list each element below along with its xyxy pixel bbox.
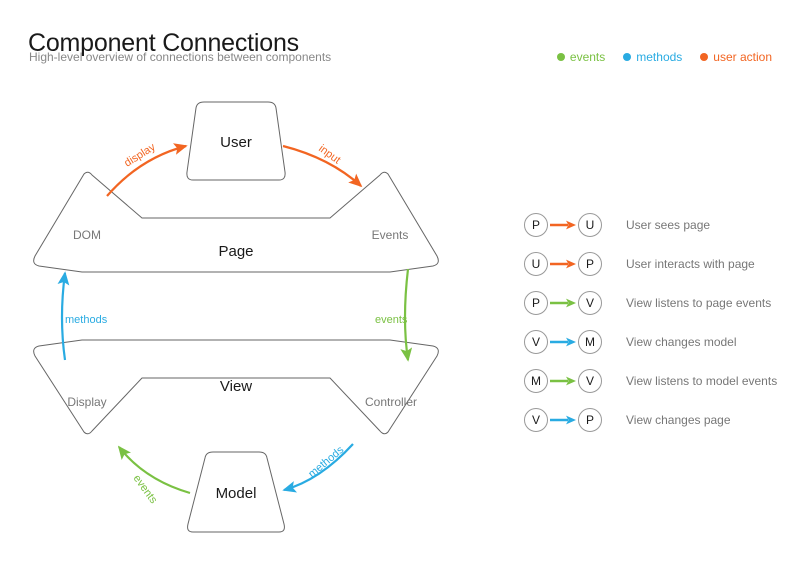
legend-key-item-events: events — [556, 50, 606, 64]
node-view-left-lobe-label: Display — [67, 395, 106, 409]
legend-key-item-user-action: user action — [700, 50, 772, 64]
legend-arrow-icon — [550, 220, 576, 229]
legend-node-from: M — [524, 368, 548, 393]
legend-row-description: View changes page — [626, 412, 731, 427]
edge-methods-up: methods — [57, 271, 108, 361]
node-user-title: User — [220, 134, 252, 151]
legend-row-description: User sees page — [626, 217, 711, 232]
legend-node-to: V — [578, 290, 602, 315]
legend-row-description: View listens to model events — [626, 373, 778, 388]
legend-row-description: View changes model — [626, 334, 737, 349]
node-page-title: Page — [218, 243, 253, 260]
page-title: Component Connections — [28, 28, 299, 57]
edge-model-events: events — [117, 445, 191, 506]
events-color-dot — [556, 53, 565, 61]
legend-row: P U User sees page — [524, 205, 777, 244]
edge-input: input — [282, 143, 363, 188]
legend-row-description: User interacts with page — [626, 256, 755, 271]
edge-display: display — [106, 141, 188, 197]
node-page-left-lobe-label: DOM — [73, 228, 101, 242]
node-view-title: View — [220, 378, 252, 395]
legend-node-from: U — [524, 251, 548, 276]
node-view: View Display Controller — [33, 339, 439, 435]
legend-row: V M View changes model — [524, 322, 777, 361]
legend-node-from: V — [524, 329, 548, 354]
legend-node-to: P — [578, 407, 602, 432]
legend-node-to: M — [578, 329, 602, 354]
legend-node-from: V — [524, 407, 548, 432]
node-user: User — [186, 101, 286, 181]
legend-node-to: V — [578, 368, 602, 393]
legend-arrow-icon — [550, 298, 576, 307]
legend-node-to: U — [578, 212, 602, 237]
legend-key-item-methods: methods — [623, 50, 682, 64]
legend-list: P U User sees page U P User interacts wi… — [524, 205, 777, 439]
legend-node-to: P — [578, 251, 602, 276]
legend-arrow-icon — [550, 337, 576, 346]
node-model-title: Model — [216, 485, 257, 502]
legend-key-label-user-action: user action — [713, 50, 772, 64]
node-page: Page DOM Events — [33, 171, 439, 273]
legend-row: M V View listens to model events — [524, 361, 777, 400]
methods-color-dot — [623, 53, 632, 61]
user-action-color-dot — [700, 53, 709, 61]
page-subtitle: High-level overview of connections betwe… — [29, 50, 332, 64]
edge-methods-up-label: methods — [65, 314, 108, 326]
legend-node-from: P — [524, 290, 548, 315]
edge-controller-methods-label: methods — [306, 444, 346, 481]
legend-arrow-icon — [550, 376, 576, 385]
legend-key-label-methods: methods — [636, 50, 683, 64]
node-model: Model — [187, 451, 285, 533]
component-diagram: User Page DOM Events View Display Contro… — [33, 101, 439, 533]
legend-row: P V View listens to page events — [524, 283, 777, 322]
node-page-right-lobe-label: Events — [372, 228, 409, 242]
legend-arrow-icon — [550, 415, 576, 424]
legend-key-label-events: events — [569, 50, 606, 64]
node-view-right-lobe-label: Controller — [365, 395, 417, 409]
legend-key: events methods user action — [556, 50, 772, 64]
legend-node-from: P — [524, 212, 548, 237]
edge-events-down-label: events — [375, 314, 408, 326]
legend-row-description: View listens to page events — [626, 295, 772, 310]
legend-arrow-icon — [550, 259, 576, 268]
legend-row: U P User interacts with page — [524, 244, 777, 283]
edge-events-down: events — [375, 268, 413, 362]
edge-controller-methods: methods — [282, 443, 354, 493]
legend-row: V P View changes page — [524, 400, 777, 439]
